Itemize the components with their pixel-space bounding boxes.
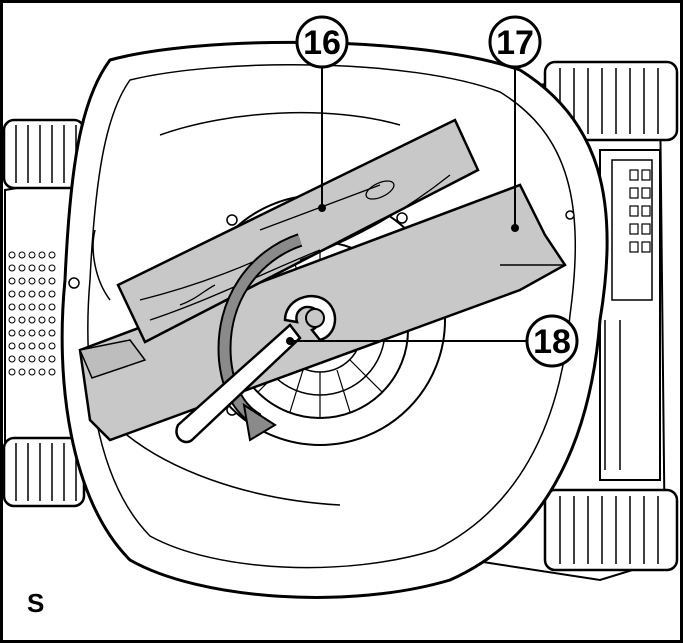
wheel-rear-bottom [543,488,679,572]
callout-16: 16 [295,15,349,69]
leader-dot-17 [511,224,519,232]
callout-17: 17 [488,15,542,69]
vent-grid-front [8,251,56,376]
leader-dot-16 [318,204,326,212]
callout-16-label: 16 [303,24,341,62]
rotation-arrow [217,233,303,442]
callout-18: 18 [525,314,579,368]
vent-slots-rear [629,169,651,253]
leader-lines [290,68,527,342]
panel-label: S [27,588,44,618]
leader-dot-18 [286,337,294,345]
callout-18-label: 18 [533,323,571,361]
callout-17-label: 17 [496,24,534,62]
wheel-front-top [2,118,86,190]
wrench [175,294,337,444]
wheel-front-bottom [2,436,86,508]
